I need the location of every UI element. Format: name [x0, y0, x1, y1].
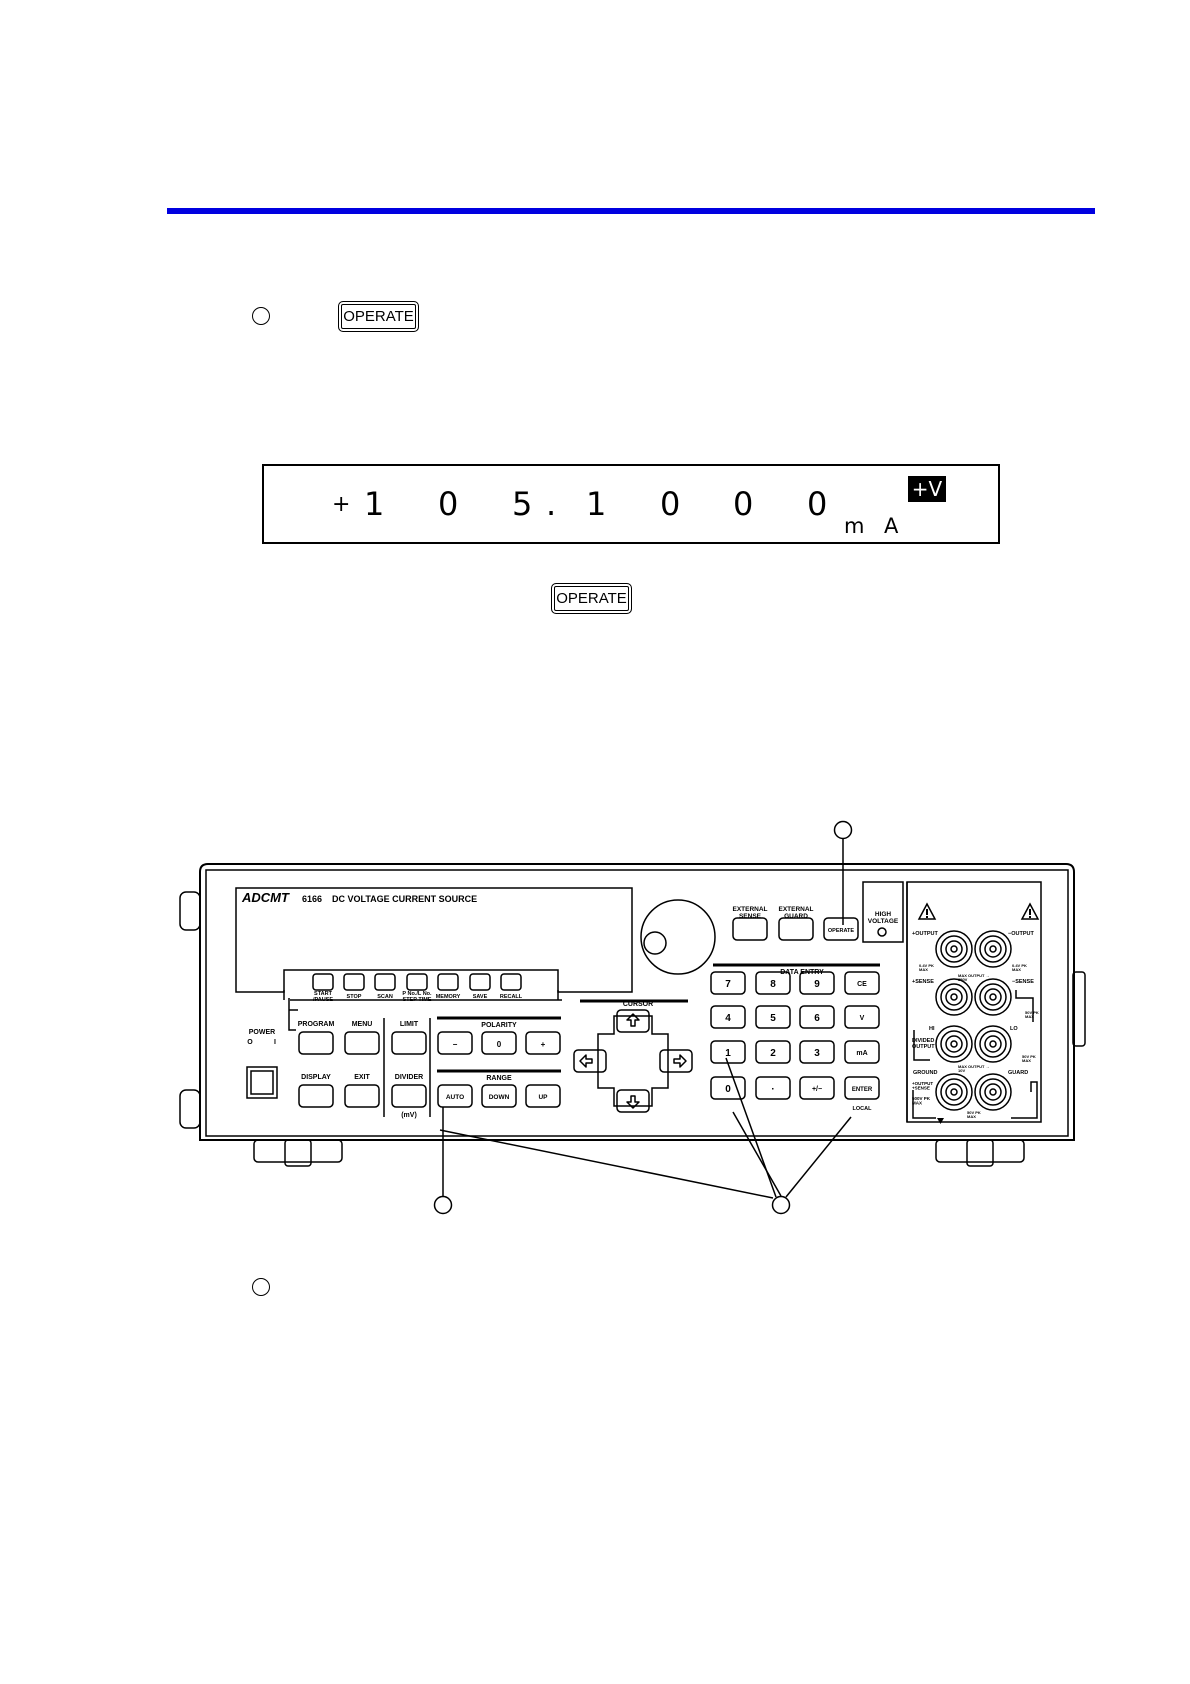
lcd-display: + 1 0 5 . 1 0 0 0 m A +V [262, 464, 1000, 544]
polarity-zero-key: 0 [497, 1040, 502, 1049]
key-ma: mA [856, 1050, 867, 1057]
terminal-label: −OUTPUT [1008, 931, 1034, 937]
polarity-plus-key: + [541, 1040, 546, 1049]
key-3: 3 [814, 1048, 820, 1059]
display-digit: 1 [586, 485, 607, 523]
step-marker [252, 1278, 270, 1296]
power-label: POWER [249, 1029, 275, 1036]
instrument-title: DC VOLTAGE CURRENT SOURCE [332, 894, 477, 904]
local-label: LOCAL [853, 1106, 873, 1112]
terminal-label: LO [1010, 1026, 1018, 1032]
cursor-label: CURSOR [623, 1001, 653, 1008]
operate-keycap-inline: OPERATE [338, 301, 419, 332]
key-decimal: · [771, 1084, 774, 1095]
callout-marker [833, 820, 853, 840]
softkey-label: STOP [347, 994, 362, 1000]
range-down-key: DOWN [489, 1094, 510, 1101]
terminal-label: −SENSE [1012, 979, 1034, 985]
display-unit-prefix: m [844, 514, 865, 538]
divider-unit-label: (mV) [401, 1112, 417, 1119]
terminal-label: HI [929, 1026, 935, 1032]
softkey-label: SAVE [473, 994, 488, 1000]
limit-label: LIMIT [400, 1021, 419, 1028]
softkey-label: MEMORY [436, 994, 461, 1000]
softkey-label: RECALL [500, 994, 523, 1000]
softkey-label: START/PAUSE [313, 991, 333, 1003]
key-enter: ENTER [852, 1087, 873, 1093]
program-label: PROGRAM [298, 1021, 335, 1028]
softkey-label: P No./L No.STEP TIME [402, 991, 432, 1003]
range-up-key: UP [538, 1094, 548, 1101]
key-7: 7 [725, 979, 731, 990]
step-marker [252, 307, 270, 325]
power-off-label: O [247, 1039, 253, 1046]
callout-marker [771, 1195, 791, 1215]
key-plus-minus: +/− [812, 1086, 822, 1093]
display-label: DISPLAY [301, 1074, 331, 1081]
display-digit: 0 [807, 485, 828, 523]
callout-marker [433, 1195, 453, 1215]
display-digit: 0 [660, 485, 681, 523]
display-digit: 1 [364, 485, 385, 523]
terminal-rating: MAX OUTPUT →350V [958, 973, 990, 982]
display-unit: A [884, 514, 899, 538]
section-rule [167, 208, 1095, 214]
terminal-label: +OUTPUT+SENSE [912, 1081, 933, 1091]
key-8: 8 [770, 979, 776, 990]
terminal-rating: MAX OUTPUT →10V [958, 1064, 990, 1073]
model-number: 6166 [302, 894, 322, 904]
data-entry-label: DATA ENTRY [780, 969, 824, 976]
display-digit: 5 [512, 485, 533, 523]
key-v: V [860, 1015, 865, 1022]
terminal-label: +OUTPUT [912, 931, 938, 937]
power-on-label: I [274, 1039, 276, 1046]
key-9: 9 [814, 979, 820, 990]
display-decimal-point: . [546, 485, 557, 523]
key-ce: CE [857, 981, 867, 988]
menu-label: MENU [352, 1021, 373, 1028]
range-label: RANGE [486, 1075, 512, 1082]
key-4: 4 [725, 1013, 731, 1024]
range-auto-key: AUTO [446, 1094, 464, 1101]
high-voltage-badge: +V [908, 476, 946, 502]
display-digit: 0 [438, 485, 459, 523]
key-6: 6 [814, 1013, 820, 1024]
key-5: 5 [770, 1013, 776, 1024]
softkey-label: SCAN [377, 994, 393, 1000]
key-0: 0 [725, 1084, 731, 1095]
polarity-minus-key: − [453, 1040, 458, 1049]
operate-key: OPERATE [828, 928, 855, 934]
display-digit: 0 [733, 485, 754, 523]
polarity-label: POLARITY [481, 1022, 517, 1029]
terminal-label: GUARD [1008, 1070, 1028, 1076]
key-2: 2 [770, 1048, 776, 1059]
terminal-label: GROUND [913, 1070, 937, 1076]
brand-logo: ADCMT [241, 890, 290, 905]
terminal-label: +SENSE [912, 979, 934, 985]
exit-label: EXIT [354, 1074, 370, 1081]
display-sign: + [332, 492, 351, 517]
operate-keycap-inline: OPERATE [551, 583, 632, 614]
key-1: 1 [725, 1048, 731, 1059]
divider-label: DIVIDER [395, 1074, 423, 1081]
